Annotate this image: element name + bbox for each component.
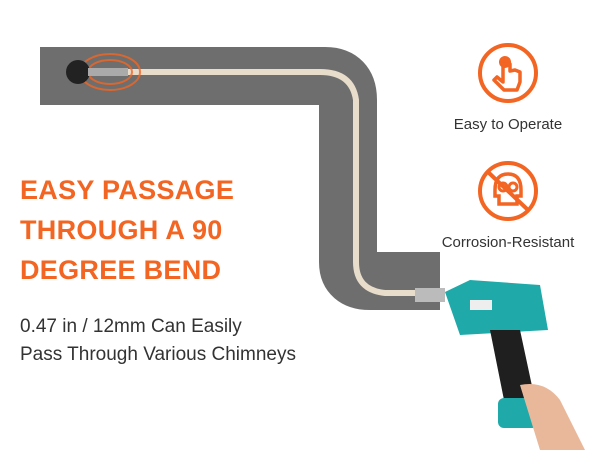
- subtext-line: 0.47 in / 12mm Can Easily: [20, 316, 242, 337]
- feature-label: Easy to Operate: [453, 116, 563, 133]
- subtext-line: Pass Through Various Chimneys: [20, 344, 296, 365]
- hand-tap-icon: [478, 43, 538, 103]
- headline-line: DEGREE BEND: [20, 255, 222, 285]
- flexible-rod: [70, 69, 420, 296]
- headline-line: THROUGH A 90: [20, 215, 223, 245]
- feature-corrosion-resistant: Corrosion-Resistant: [418, 160, 598, 251]
- drill: [415, 280, 585, 450]
- feature-label: Corrosion-Resistant: [441, 234, 575, 251]
- hand: [520, 384, 585, 450]
- feature-easy-operate: Easy to Operate: [418, 42, 598, 133]
- subtext: 0.47 in / 12mm Can Easily Pass Through V…: [20, 313, 296, 369]
- brush-head: [66, 53, 141, 91]
- no-skull-icon: [478, 161, 538, 221]
- headline-line: EASY PASSAGE: [20, 175, 235, 205]
- headline: EASY PASSAGE THROUGH A 90 DEGREE BEND: [20, 170, 234, 290]
